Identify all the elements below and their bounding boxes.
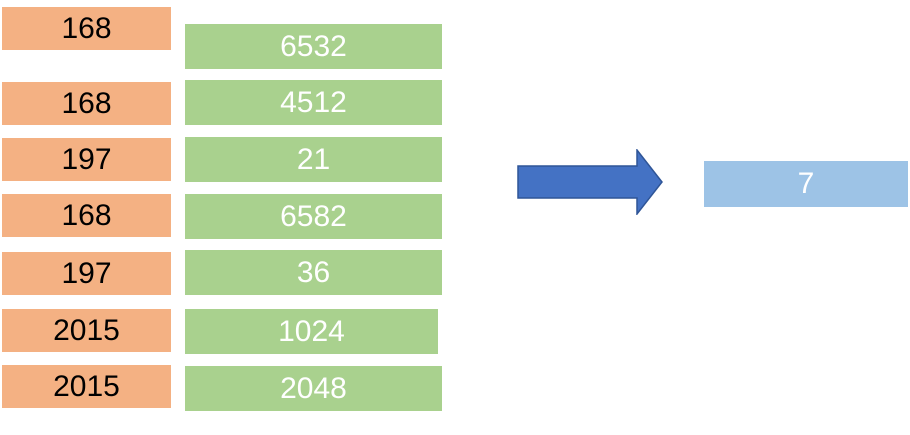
key-cell-1: 168	[2, 7, 171, 50]
right-arrow-icon	[517, 149, 663, 215]
value-cell-5: 36	[185, 250, 442, 295]
key-cell-7: 2015	[2, 365, 171, 408]
value-cell-3: 21	[185, 137, 442, 182]
result-cell: 7	[704, 161, 908, 207]
key-cell-2: 168	[2, 82, 171, 125]
value-cell-6: 1024	[185, 309, 438, 354]
key-cell-3: 197	[2, 138, 171, 181]
value-cell-1: 6532	[185, 24, 442, 69]
key-cell-6: 2015	[2, 309, 171, 352]
value-cell-7: 2048	[185, 366, 442, 411]
right-arrow-shape	[517, 149, 663, 215]
value-cell-4: 6582	[185, 194, 442, 239]
value-cell-2: 4512	[185, 80, 442, 125]
key-cell-4: 168	[2, 194, 171, 237]
key-cell-5: 197	[2, 252, 171, 295]
